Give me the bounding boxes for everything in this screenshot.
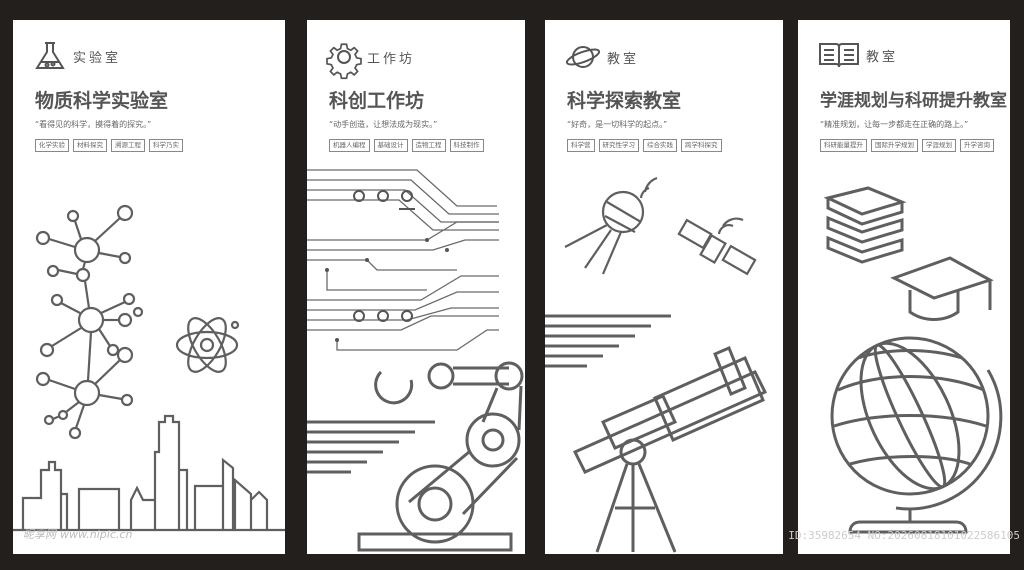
panel-quote: “好奇，是一切科学的起点。” — [567, 120, 668, 129]
tag: 综合实践 — [643, 139, 677, 152]
tag: 材料探究 — [73, 139, 107, 152]
tag: 研究性学习 — [598, 139, 639, 152]
flask-icon — [35, 42, 65, 69]
panel-title: 物质科学实验室 — [35, 90, 169, 112]
panel-quote: “看得见的科学，摸得着的探究。” — [35, 120, 152, 129]
tag: 科研能量提升 — [820, 139, 867, 152]
panel-header: 工作坊 — [326, 40, 416, 80]
tag: 科技制作 — [449, 139, 484, 152]
panel-header: 实验室 — [33, 40, 121, 72]
panel-planning-classroom: 教室 学涯规划与科研提升教室 “精准规划，让每一步都走在正确的路上。” 科研能量… — [788, 20, 1020, 554]
tag: 机器人编程 — [329, 139, 370, 152]
panel-science-classroom: 教室 科学探索教室 “好奇，是一切科学的起点。” 科学营 研究性学习 综合实践 … — [545, 20, 783, 554]
tag: 造物工程 — [411, 139, 446, 152]
book-icon — [819, 43, 859, 68]
tag-list: 科学营 研究性学习 综合实践 跨学科探究 — [567, 139, 722, 152]
tag: 国际升学规划 — [871, 139, 918, 152]
panel-title: 科创工作坊 — [329, 90, 425, 112]
planet-icon — [565, 46, 601, 68]
panel-title: 科学探索教室 — [567, 90, 682, 112]
tag: 跨学科探究 — [681, 139, 722, 152]
telescope-satellite-illustration — [545, 176, 768, 553]
panel-label: 工作坊 — [367, 51, 416, 67]
panel-label: 教室 — [866, 49, 899, 65]
globe-books-illustration — [823, 186, 1003, 534]
gear-icon — [326, 43, 362, 80]
tag: 科学乃实 — [149, 139, 183, 152]
panel-label: 教室 — [607, 51, 640, 67]
panel-lab: 实验室 物质科学实验室 “看得见的科学，摸得着的探究。” 化学实验 材料探究 溯… — [13, 20, 285, 554]
panel-header: 教室 — [565, 40, 639, 74]
panel-quote: “精准规划，让每一步都走在正确的路上。” — [820, 120, 969, 129]
tag: 升学咨询 — [960, 139, 994, 152]
tag: 溯源工程 — [111, 139, 145, 152]
watermark-id: ID:35982654 NO:20260818101022586105 — [788, 529, 1020, 542]
tag-list: 科研能量提升 国际升学规划 学涯规划 升学咨询 — [820, 139, 994, 152]
tag: 基础设计 — [373, 139, 408, 152]
panel-workshop: 工作坊 科创工作坊 “动手创造，让想法成为现实。” 机器人编程 基础设计 造物工… — [307, 20, 525, 554]
tag: 化学实验 — [35, 139, 69, 152]
tag: 科学营 — [567, 139, 595, 152]
molecule-illustration — [13, 204, 285, 532]
panel-quote: “动手创造，让想法成为现实。” — [329, 120, 438, 129]
tag: 学涯规划 — [922, 139, 956, 152]
panel-label: 实验室 — [73, 50, 122, 66]
panel-header: 教室 — [818, 40, 898, 70]
circuit-robot-arm-illustration — [307, 169, 524, 552]
panel-title: 学涯规划与科研提升教室 — [820, 91, 1007, 111]
tag-list: 机器人编程 基础设计 造物工程 科技制作 — [329, 139, 484, 152]
tag-list: 化学实验 材料探究 溯源工程 科学乃实 — [35, 139, 183, 152]
